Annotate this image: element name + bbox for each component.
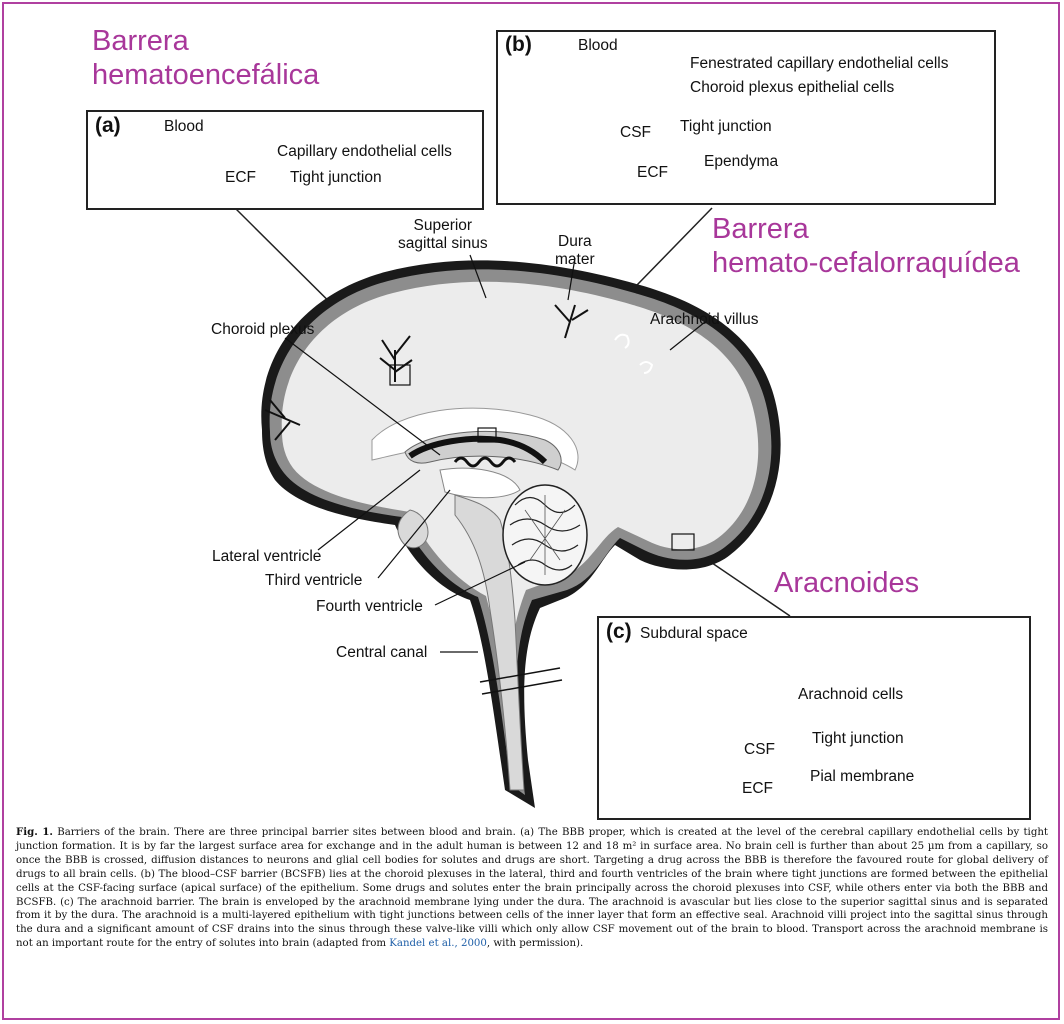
panel-b-letter: (b) (505, 33, 532, 57)
caption-fig: Fig. 1. (16, 826, 53, 838)
label-third-ventricle: Third ventricle (265, 572, 362, 590)
panel-c-csf: CSF (744, 741, 775, 759)
figure-caption: Fig. 1. Barriers of the brain. There are… (16, 826, 1048, 951)
panel-c-letter: (c) (606, 620, 632, 644)
panel-c-subdural: Subdural space (640, 625, 748, 643)
label-arachnoid-villus: Arachnoid villus (650, 311, 759, 329)
label-lateral-ventricle: Lateral ventricle (212, 548, 321, 566)
panel-c-ecf: ECF (742, 780, 773, 798)
panel-c-cells: Cells (678, 780, 712, 798)
overlay-label-arachnoid: Aracnoides (774, 566, 919, 600)
cerebellum (503, 485, 587, 585)
panel-b-blood: Blood (578, 37, 618, 55)
panel-a-cells: Cells (156, 169, 190, 187)
caption-citation-link[interactable]: Kandel et al., 2000 (389, 938, 487, 949)
panel-a-cells-layer: Capillary endothelial cells (277, 143, 452, 161)
overlay-label-bbb: Barrera hematoencefálica (92, 24, 319, 92)
panel-b-tight-junction: Tight junction (680, 118, 772, 136)
panel-a-tight-junction: Tight junction (290, 169, 382, 187)
panel-b-ependyma: Ependyma (704, 153, 778, 171)
panel-c-arachnoid-cells: Arachnoid cells (798, 686, 903, 704)
caption-text-2: , with permission). (487, 938, 583, 949)
label-choroid-plexus: Choroid plexus (211, 321, 314, 339)
panel-b-fenestrated: Fenestrated capillary endothelial cells (690, 55, 948, 73)
panel-b-ecf: ECF (637, 164, 668, 182)
panel-a-blood: Blood (164, 118, 204, 136)
panel-a-ecf: ECF (225, 169, 256, 187)
overlay-label-bcsfb: Barrera hemato-cefalorraquídea (712, 212, 1020, 280)
panel-c (597, 616, 1031, 820)
panel-a-letter: (a) (95, 114, 121, 138)
label-central-canal: Central canal (336, 644, 427, 662)
panel-b-cells: Cells (572, 164, 606, 182)
label-superior-sinus: Superior sagittal sinus (398, 217, 488, 253)
panel-b-choroid-epithelial: Choroid plexus epithelial cells (690, 79, 894, 97)
panel-c-tight-junction: Tight junction (812, 730, 904, 748)
caption-text-1: Barriers of the brain. There are three p… (16, 827, 1048, 949)
label-fourth-ventricle: Fourth ventricle (316, 598, 423, 616)
panel-c-pial: Pial membrane (810, 768, 914, 786)
panel-b-csf: CSF (620, 124, 651, 142)
label-dura-mater: Dura mater (555, 233, 595, 269)
